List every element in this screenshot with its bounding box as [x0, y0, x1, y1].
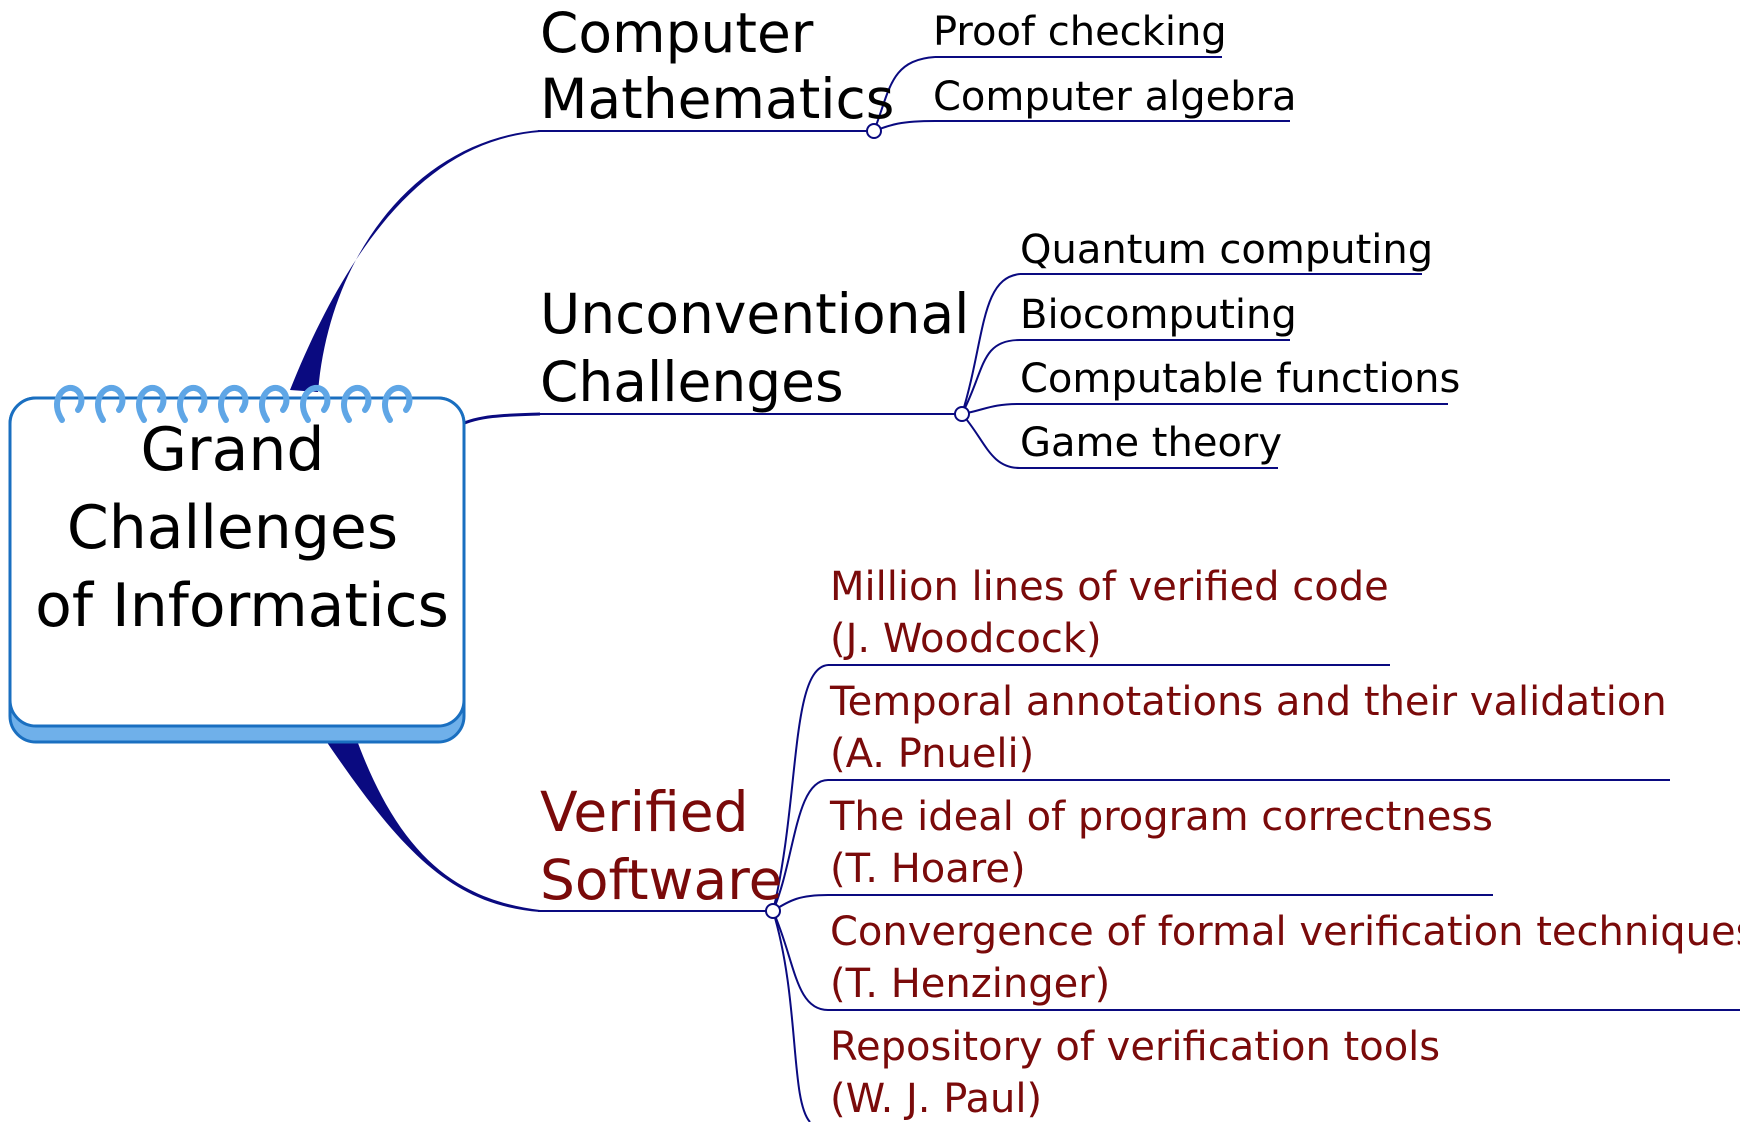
ring-icon [382, 384, 413, 423]
ring-icon [136, 384, 167, 423]
subtopic-proof-checking[interactable]: Proof checking [933, 9, 1227, 55]
subtopic-computable-functions[interactable]: Computable functions [1020, 356, 1460, 402]
subtopic-quantum-computing[interactable]: Quantum computing [1020, 227, 1433, 273]
subtopic-repository-verification-tools[interactable]: Repository of verification tools (W. J. … [830, 1024, 1453, 1122]
branch-label-verified-software[interactable]: Verified Software [540, 780, 782, 912]
branch-connector-unconventional-challenges [459, 412, 541, 427]
ring-icon [54, 384, 85, 423]
subtopic-connectors-verified-software [772, 664, 1740, 1122]
ring-icon [300, 384, 331, 423]
branch-node-computer-mathematics[interactable] [866, 123, 882, 139]
central-topic-node[interactable]: Grand Challenges of Informatics [8, 384, 466, 744]
ring-icon [95, 384, 126, 423]
subtopic-game-theory[interactable]: Game theory [1020, 420, 1282, 466]
branch-label-computer-mathematics[interactable]: Computer Mathematics [540, 1, 894, 131]
branch-connector-verified-software [322, 735, 540, 912]
branch-connector-computer-mathematics [290, 130, 540, 392]
ring-icon [218, 384, 249, 423]
subtopic-computer-algebra[interactable]: Computer algebra [933, 74, 1297, 120]
branch-label-unconventional-challenges[interactable]: Unconventional Challenges [540, 282, 987, 414]
subtopic-program-correctness[interactable]: The ideal of program correctness (T. Hoa… [829, 794, 1506, 892]
ring-icon [259, 384, 290, 423]
subtopic-million-lines[interactable]: Million lines of verified code (J. Woodc… [830, 564, 1401, 662]
notebook-page [8, 396, 466, 728]
branch-node-unconventional-challenges[interactable] [954, 406, 970, 422]
ring-icon [177, 384, 208, 423]
subtopic-biocomputing[interactable]: Biocomputing [1020, 292, 1297, 338]
subtopic-convergence-formal-verification[interactable]: Convergence of formal verification techn… [830, 909, 1740, 1007]
subtopic-temporal-annotations[interactable]: Temporal annotations and their validatio… [829, 679, 1679, 777]
central-topic-title: Grand Challenges of Informatics [35, 415, 449, 641]
branch-node-verified-software[interactable] [765, 903, 781, 919]
notebook-rings [54, 384, 413, 423]
ring-icon [341, 384, 372, 423]
